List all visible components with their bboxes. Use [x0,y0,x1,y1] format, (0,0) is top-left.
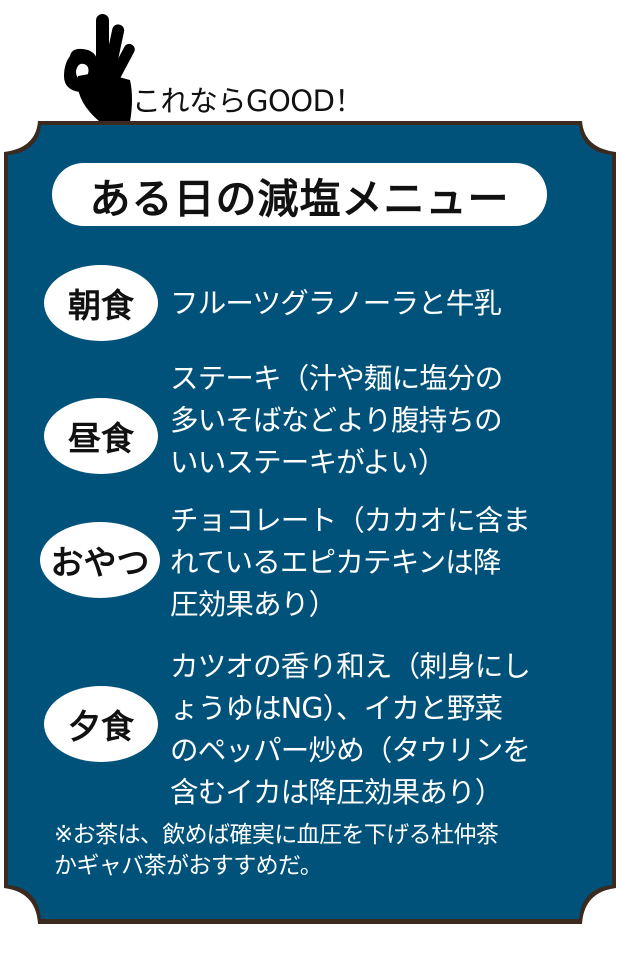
meal-label: 昼食 [68,419,134,458]
meal-label: 夕食 [68,707,134,746]
meal-description: チョコレート（カカオに含ま れているエピカテキンは降 圧効果あり） [170,504,531,621]
menu-title-pill: ある日の減塩メニュー [52,163,547,226]
tagline: これならGOOD！ [132,84,363,118]
meal-label: 朝食 [68,286,134,325]
footnote: ※お茶は、飲めば確実に血圧を下げる杜仲茶 かギャバ茶がおすすめだ。 [54,822,499,879]
meal-badge: 朝食 [44,265,158,341]
meal-badge: 夕食 [44,686,158,762]
meal-description: フルーツグラノーラと牛乳 [170,287,502,320]
meal-badge: おやつ [40,522,160,598]
menu-title: ある日の減塩メニュー [89,174,510,223]
meal-label: おやつ [50,543,150,582]
meal-description: カツオの香り和え（刺身にし ょうゆはNG）、イカと野菜 のペッパー炒め（タウリン… [170,650,531,809]
meal-description: ステーキ（汁や麺に塩分の 多いそばなどより腹持ちの いいステーキがよい） [170,362,503,479]
ok-hand-icon [64,14,135,122]
meal-badge: 昼食 [44,398,158,474]
